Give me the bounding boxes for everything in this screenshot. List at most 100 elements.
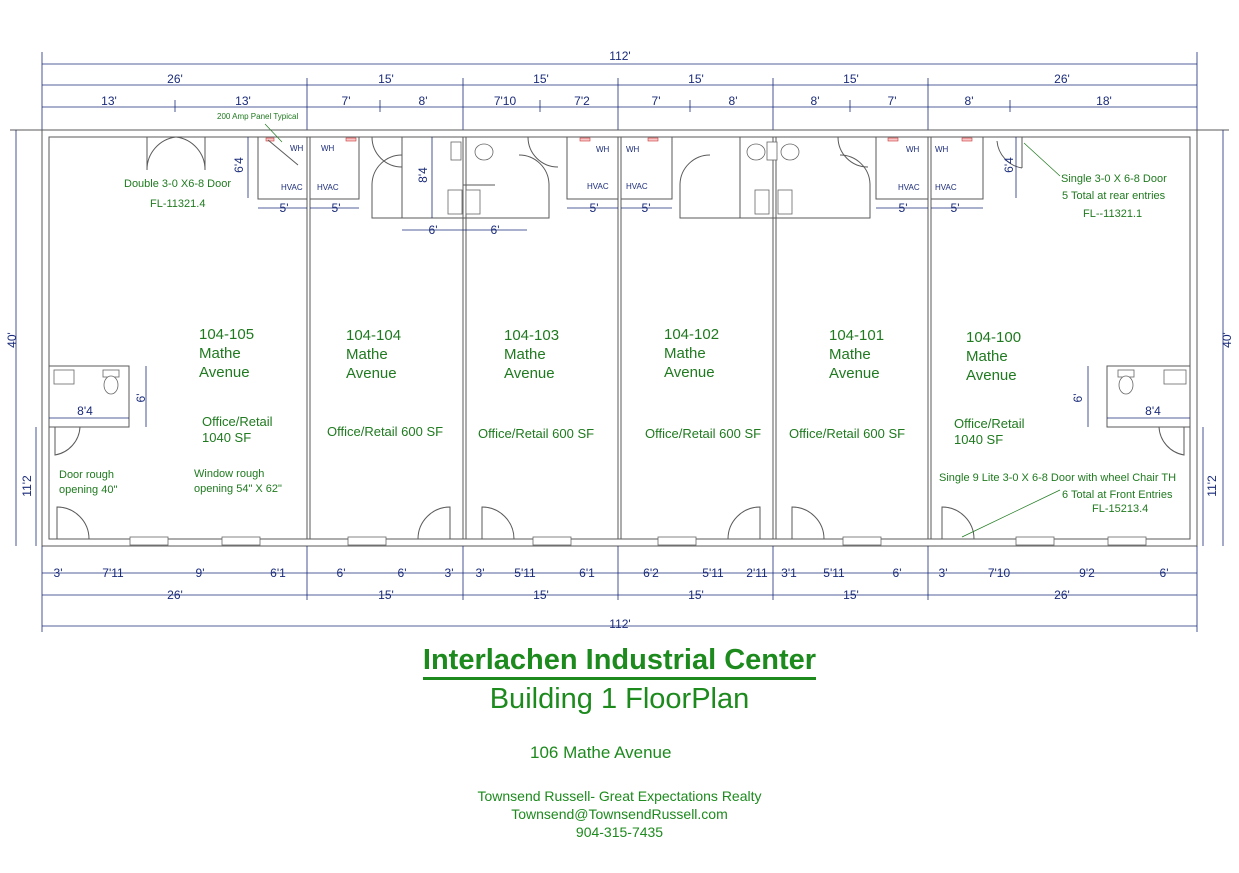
single-door-note: Single 3-0 X 6-8 Door	[1061, 173, 1167, 185]
dim-sub-bottom: 5'11	[823, 566, 845, 580]
wh-label: WH	[596, 145, 610, 154]
dim-sub: 7'2	[574, 94, 590, 108]
dim-sub-bottom: 7'10	[988, 566, 1011, 580]
unit-street: Mathe	[664, 345, 706, 362]
wh-label: WH	[935, 145, 949, 154]
door-rough-size: opening 40"	[59, 484, 117, 496]
dim-sub-bottom: 7'11	[102, 566, 124, 580]
door-alcove-dim: 6'4	[1002, 157, 1016, 173]
dim-unit-bottom: 26'	[1054, 588, 1070, 602]
dim-unit-5: 15'	[843, 72, 859, 86]
unit-suffix: Avenue	[504, 365, 555, 382]
corner-restrooms: 8'4 8'4 6' 6'	[49, 365, 1190, 456]
dim-sub-bottom: 5'11	[702, 566, 724, 580]
dim-sub: 7'	[652, 94, 661, 108]
unit-street: Mathe	[346, 346, 388, 363]
unit-area: Office/Retail 600 SF	[789, 426, 905, 441]
unit-type: Office/Retail	[202, 414, 273, 429]
single-door-count: 5 Total at rear entries	[1062, 190, 1166, 202]
dim-unit-bottom: 15'	[688, 588, 704, 602]
top-dimensions: 112' 26' 15' 15' 15' 15' 26' 13' 13' 7' …	[41, 49, 1198, 130]
wh-label: WH	[906, 145, 920, 154]
height-right: 40'	[1220, 332, 1234, 348]
hvac-label: HVAC	[281, 183, 303, 192]
dim-sub-bottom: 5'11	[514, 566, 536, 580]
rear-restrooms: 6' 6' 8'4	[371, 136, 871, 237]
closet-width: 5'	[951, 201, 960, 215]
unit-suffix: Avenue	[346, 365, 397, 382]
height-left: 40'	[5, 332, 19, 348]
dim-sub: 8'	[811, 94, 820, 108]
dim-unit-3: 15'	[533, 72, 549, 86]
unit-suffix: Avenue	[966, 367, 1017, 384]
dim-sub: 8'	[729, 94, 738, 108]
front-side-right: 11'2	[1205, 475, 1219, 497]
double-door-note: Double 3-0 X6-8 Door	[124, 178, 231, 190]
unit-area: Office/Retail 600 SF	[327, 424, 443, 439]
page-title: Interlachen Industrial Center	[0, 644, 1239, 680]
corner-depth: 6'	[134, 394, 148, 403]
unit-area: Office/Retail 600 SF	[645, 426, 761, 441]
dim-sub-bottom: 6'	[893, 566, 902, 580]
unit-area: Office/Retail 600 SF	[478, 426, 594, 441]
door-alcove-dim: 6'4	[232, 157, 246, 173]
unit-number: 104-105	[199, 326, 254, 343]
unit-suffix: Avenue	[664, 364, 715, 381]
dim-sub: 8'	[419, 94, 428, 108]
panel-note: 200 Amp Panel Typical	[217, 112, 298, 121]
dim-sub-bottom: 9'2	[1079, 566, 1095, 580]
side-dimensions: 40' 40' 11'2 11'2	[5, 130, 1234, 546]
double-door-code: FL-11321.4	[150, 198, 205, 210]
hvac-label: HVAC	[898, 183, 920, 192]
unit-104-105: 104-105 Mathe Avenue Office/Retail 1040 …	[199, 326, 273, 445]
dim-sub-bottom: 9'	[196, 566, 205, 580]
rear-doors: 6'4 6'4	[146, 136, 1023, 198]
unit-number: 104-100	[966, 329, 1021, 346]
unit-104-100: 104-100 Mathe Avenue Office/Retail 1040 …	[954, 329, 1025, 447]
single-door-code: FL--11321.1	[1083, 208, 1142, 220]
title-text: Interlachen Industrial Center	[422, 644, 817, 680]
closet-width: 5'	[642, 201, 651, 215]
unit-number: 104-104	[346, 327, 401, 344]
contact-email: Townsend@TownsendRussell.com	[511, 806, 728, 822]
dim-unit-bottom: 15'	[843, 588, 859, 602]
dim-unit-bottom: 15'	[533, 588, 549, 602]
unit-104-101: 104-101 Mathe Avenue Office/Retail 600 S…	[789, 327, 905, 441]
closet-width: 5'	[332, 201, 341, 215]
dim-unit-bottom: 15'	[378, 588, 394, 602]
dim-sub: 7'10	[494, 94, 517, 108]
dim-sub-bottom: 6'	[398, 566, 407, 580]
dim-unit-6: 26'	[1054, 72, 1070, 86]
dim-sub-bottom: 3'1	[781, 566, 797, 580]
closet-width: 5'	[590, 201, 599, 215]
dim-unit-bottom: 26'	[167, 588, 183, 602]
wh-label: WH	[290, 144, 304, 153]
window-rough-size: opening 54" X 62"	[194, 483, 282, 495]
closet-width: 5'	[899, 201, 908, 215]
contact-company: Townsend Russell- Great Expectations Rea…	[477, 788, 762, 804]
hvac-closets: WH WH WH WH WH WH HVAC HVAC HVAC HVAC HV…	[257, 136, 984, 215]
bottom-dimensions: 26' 15' 15' 15' 15' 26' 112' 3' 7'11 9' …	[41, 546, 1198, 632]
dim-sub: 8'	[965, 94, 974, 108]
annotations: 200 Amp Panel Typical Double 3-0 X6-8 Do…	[59, 112, 1176, 538]
closet-width: 5'	[280, 201, 289, 215]
unit-104-102: 104-102 Mathe Avenue Office/Retail 600 S…	[645, 326, 761, 441]
building-walls	[10, 129, 1229, 547]
dim-sub: 7'	[342, 94, 351, 108]
unit-street: Mathe	[829, 346, 871, 363]
page-subtitle: Building 1 FloorPlan	[489, 683, 750, 715]
dim-sub-bottom: 3'	[476, 566, 485, 580]
wh-label: WH	[626, 145, 640, 154]
dim-unit-4: 15'	[688, 72, 704, 86]
dim-sub: 18'	[1096, 94, 1112, 108]
wh-label: WH	[321, 144, 335, 153]
dim-sub-bottom: 2'11	[746, 566, 768, 580]
unit-number: 104-101	[829, 327, 884, 344]
unit-labels: 104-105 Mathe Avenue Office/Retail 1040 …	[199, 326, 1025, 447]
hvac-label: HVAC	[587, 182, 609, 191]
overall-width-top: 112'	[609, 49, 630, 63]
unit-street: Mathe	[504, 346, 546, 363]
dim-unit-1: 26'	[167, 72, 183, 86]
unit-street: Mathe	[199, 345, 241, 362]
